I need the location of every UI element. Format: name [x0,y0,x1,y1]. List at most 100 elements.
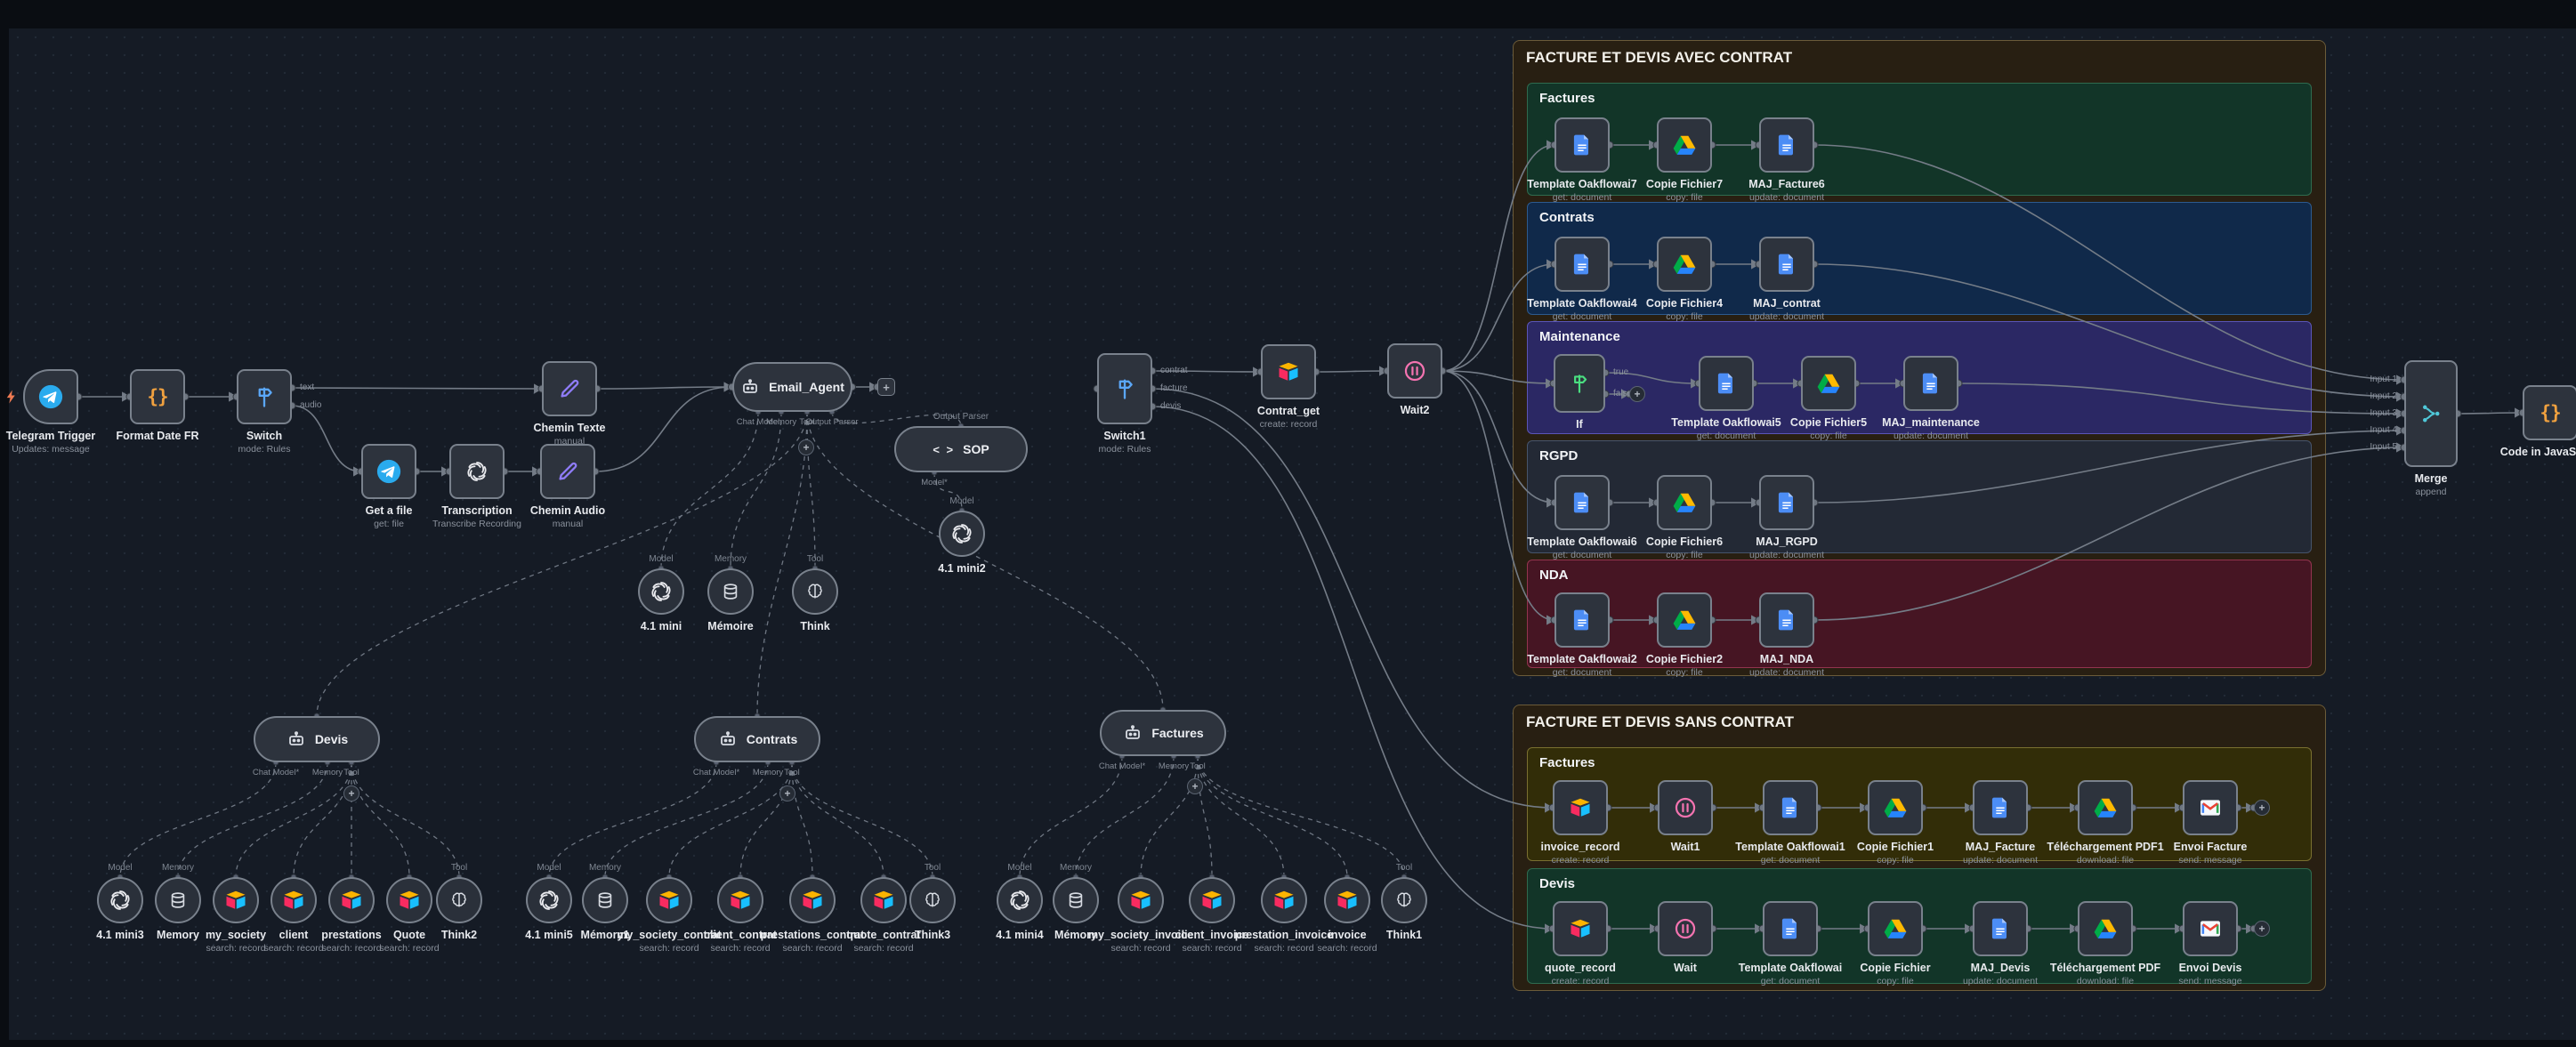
dl_pdf-node[interactable] [2078,901,2133,956]
tpl4-node[interactable] [1554,237,1610,292]
qc-node[interactable] [860,877,907,923]
fanplus_factures-node[interactable]: + [1187,778,1203,794]
gdocs-icon [1774,252,1799,277]
node-title: 4.1 mini4 [996,929,1044,941]
transcription-node[interactable] [449,444,505,499]
maj_nda-node[interactable] [1759,592,1814,648]
gdocs-icon [1988,916,2013,941]
plus_email-node[interactable]: + [877,378,895,396]
plus_d-node[interactable]: + [2254,921,2270,937]
plus_if-node[interactable]: + [1629,386,1645,402]
think3-node[interactable] [909,877,956,923]
mini5-node[interactable] [526,877,572,923]
input-port-label: Input 5 [2370,442,2397,452]
mini41-node[interactable] [638,568,684,615]
pause-icon [1673,795,1698,820]
chemin_texte-node[interactable] [542,361,597,416]
contrats_agent-node[interactable]: Contrats [694,716,820,762]
copie7-node[interactable] [1657,117,1712,173]
contrat_get-node[interactable] [1261,344,1316,399]
merge-node[interactable] [2404,360,2458,467]
memf-node[interactable] [1053,877,1099,923]
envoi_d-node[interactable] [2183,901,2238,956]
maj_f6-node[interactable] [1759,117,1814,173]
memoire-node[interactable] [707,568,754,615]
sop-node[interactable]: < >SOP [894,426,1028,472]
fanplus_email-node[interactable]: + [798,439,814,455]
client-node[interactable] [271,877,317,923]
node-title: Code in JavaScript [2499,446,2576,458]
dl_pdf1-node[interactable] [2078,780,2133,835]
chemin_audio-node[interactable] [540,444,595,499]
devis_agent-node[interactable]: Devis [254,716,380,762]
node-subtitle: create: record [1551,976,1610,987]
gdocs-icon [1774,490,1799,515]
bottom-port-label: Tool [1190,761,1206,771]
tpl2-node[interactable] [1554,592,1610,648]
node-subtitle: search: record [710,943,771,954]
tpl1-node[interactable] [1763,780,1818,835]
fanplus_devis-node[interactable]: + [343,785,359,801]
my_society-node[interactable] [213,877,259,923]
pc-node[interactable] [789,877,836,923]
node-subtitle: get: document [1552,192,1612,203]
mini2-node[interactable] [939,511,985,557]
copie5-node[interactable] [1801,356,1856,411]
quote_record-node[interactable] [1553,901,1608,956]
prestations-node[interactable] [328,877,375,923]
output-port-label: facture [1160,383,1188,393]
msi-node[interactable] [1118,877,1164,923]
memory_d-node[interactable] [155,877,201,923]
inv-node[interactable] [1324,877,1370,923]
think1-node[interactable] [1381,877,1427,923]
think2-node[interactable] [436,877,482,923]
pi-node[interactable] [1261,877,1307,923]
maj_rgpd-node[interactable] [1759,475,1814,530]
factures_agent-node[interactable]: Factures [1100,710,1226,756]
tpl6-node[interactable] [1554,475,1610,530]
wait1-node[interactable] [1658,780,1713,835]
invoice_record-node[interactable] [1553,780,1608,835]
maj_maint-node[interactable] [1903,356,1958,411]
copie2-node[interactable] [1657,592,1712,648]
switch-node[interactable] [237,369,292,424]
ci-node[interactable] [1189,877,1235,923]
wait_n-node[interactable] [1658,901,1713,956]
node-title: Copie Fichier [1860,962,1931,974]
telegram-node[interactable] [23,369,78,424]
copie1-node[interactable] [1868,780,1923,835]
msc-node[interactable] [646,877,692,923]
copie4-node[interactable] [1657,237,1712,292]
cc-node[interactable] [717,877,763,923]
tpl_d-node[interactable] [1763,901,1818,956]
robot-icon [286,729,307,750]
node-subtitle: search: record [639,943,699,954]
think-node[interactable] [792,568,838,615]
code_js-node[interactable]: {} [2523,385,2576,440]
input-port-label: Input 4 [2370,425,2397,435]
envoi_f-node[interactable] [2183,780,2238,835]
port-type-label: Tool [806,554,824,564]
tpl5-node[interactable] [1699,356,1754,411]
gdrive-icon [1816,371,1841,396]
copie6-node[interactable] [1657,475,1712,530]
plus_f-node[interactable]: + [2254,800,2270,816]
format_date-node[interactable]: {} [130,369,185,424]
wait2-node[interactable] [1387,343,1442,399]
email_agent-node[interactable]: Email_Agent [731,362,852,412]
tpl7-node[interactable] [1554,117,1610,173]
memory1-node[interactable] [582,877,628,923]
mini3-node[interactable] [97,877,143,923]
db-icon [721,582,740,601]
copie_d-node[interactable] [1868,901,1923,956]
mini4-node[interactable] [997,877,1043,923]
switch1-node[interactable] [1097,353,1152,424]
maj_contrat-node[interactable] [1759,237,1814,292]
node-title: MAJ_Facture [1965,841,2036,853]
maj_devis-node[interactable] [1973,901,2028,956]
maj_facture-node[interactable] [1973,780,2028,835]
if_node-node[interactable] [1554,354,1605,413]
fanplus_contrats-node[interactable]: + [779,785,795,801]
get_a_file-node[interactable] [361,444,416,499]
quote-node[interactable] [386,877,432,923]
